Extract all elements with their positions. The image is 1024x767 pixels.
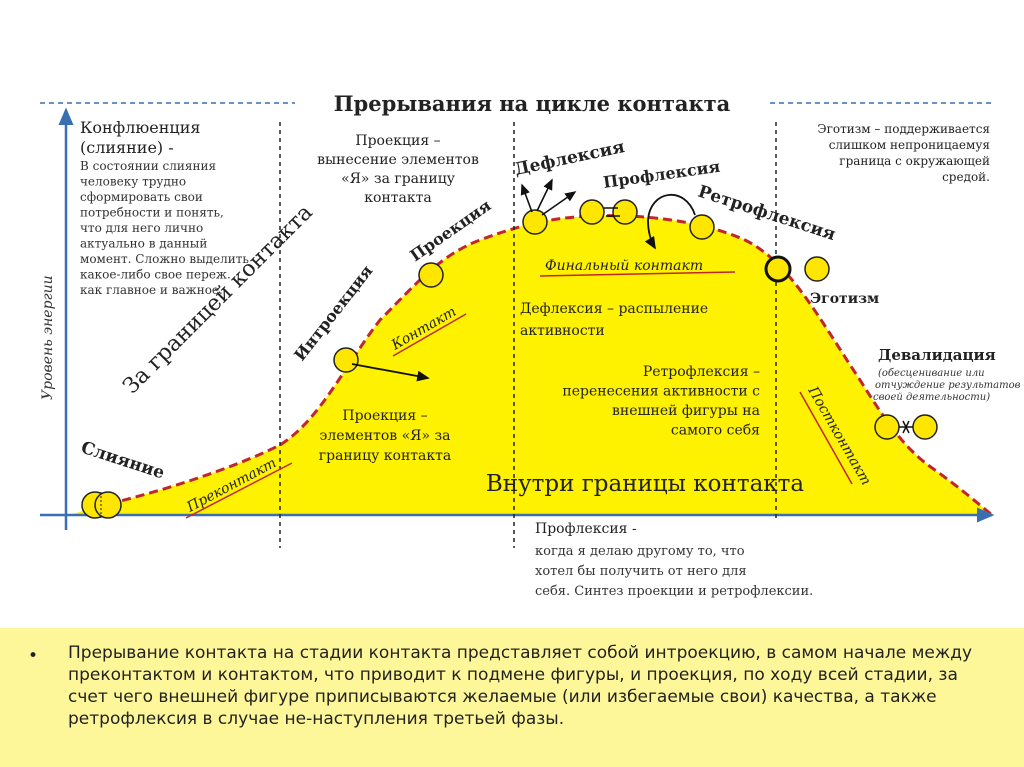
projection-top-line: вынесение элементов: [317, 152, 479, 168]
confluence-line: потребности и понять,: [80, 206, 224, 220]
projection-inside-line: Проекция –: [342, 408, 427, 424]
projection-top-line: контакта: [364, 190, 431, 206]
egotism-note-line: Эготизм – поддерживается: [817, 122, 990, 136]
proflection-note-line: себя. Синтез проекции и ретрофлексии.: [535, 584, 813, 599]
egotism-note-line: слишком непроницаемуя: [829, 138, 990, 152]
retroflection-inside-note: Ретрофлексия – перенесения активности с вн…: [562, 364, 760, 439]
introjection-arrow: [351, 363, 430, 382]
devalidation-circles: [874, 414, 938, 440]
projection-circle: [418, 262, 444, 288]
energy-area: [70, 215, 992, 515]
projection-top-line: «Я» за границу: [341, 171, 456, 187]
confluence-description: В состоянии слияния человеку трудносформи…: [80, 159, 249, 297]
summary-text: Прерывание контакта на стадии контакта п…: [68, 643, 973, 729]
confluence-heading-2: (слияние) -: [80, 138, 174, 157]
confluence-line: какое-либо свое переж.: [80, 268, 231, 282]
retroflection-arrow: [644, 194, 696, 250]
diagram-title: Прерывания на цикле контакта: [334, 91, 731, 116]
egotism-note-line: средой.: [942, 170, 990, 184]
confluence-line: актуально в данный: [80, 237, 207, 251]
devalidation-sub-2: отчуждение результатов: [875, 380, 1021, 391]
confluence-line: момент. Сложно выделить: [80, 252, 249, 266]
confluence-line: что для него лично: [80, 221, 203, 235]
devalidation-sub-3: своей деятельности): [873, 392, 990, 403]
retroflection-inside-line: самого себя: [671, 423, 760, 439]
summary-panel: • Прерывание контакта на стадии контакта…: [0, 628, 1024, 767]
projection-inside-line: границу контакта: [319, 448, 451, 464]
retroflection-circle: [689, 214, 715, 240]
proflection-circles: [579, 199, 638, 225]
deflection-inside-note: Дефлексия – распыление активности: [520, 301, 708, 339]
deflection-circle: [522, 209, 548, 235]
stage-label-devalidation: Девалидация: [878, 346, 996, 364]
confluence-line: сформировать свои: [80, 190, 203, 204]
projection-inside-note: Проекция – элементов «Я» за границу контак…: [319, 408, 451, 464]
stage-label-slijanie: Слияние: [78, 438, 167, 484]
retroflection-inside-line: внешней фигуры на: [612, 403, 760, 419]
retroflection-inside-line: перенесения активности с: [562, 384, 760, 400]
projection-inside-line: элементов «Я» за: [320, 428, 451, 444]
retroflection-inside-line: Ретрофлексия –: [643, 364, 760, 380]
postcontact-underline: [799, 391, 853, 485]
contact-underline: [392, 313, 467, 357]
precontact-underline: [185, 462, 293, 519]
deflection-inside-line: активности: [520, 323, 605, 339]
confluence-line: В состоянии слияния: [80, 159, 216, 173]
confluence-line: человеку трудно: [80, 175, 186, 189]
proflection-note-line: хотел бы получить от него для: [535, 564, 747, 579]
confluence-line: как главное и важное.: [80, 283, 223, 297]
proflection-note-line: когда я делаю другому то, что: [535, 544, 745, 559]
devalidation-sub-1: (обесценивание или: [878, 368, 985, 379]
confluence-heading-1: Конфлюенция: [80, 118, 200, 137]
zone-label-inside: Внутри границы контакта: [486, 471, 804, 497]
deflection-arrows: [520, 178, 577, 216]
slijanie-circles: [81, 491, 122, 519]
proflection-note-lines: когда я делаю другому то, что хотел бы по…: [535, 544, 813, 599]
final-contact-underline: [539, 271, 736, 277]
phase-label-final-contact: Финальный контакт: [545, 258, 703, 274]
deflection-inside-line: Дефлексия – распыление: [520, 301, 708, 317]
stage-label-egotism: Эготизм: [810, 291, 879, 307]
proflection-note-heading: Профлексия -: [535, 521, 637, 537]
summary-bullet: •: [28, 646, 39, 666]
projection-top-note: Проекция – вынесение элементов «Я» за гран…: [317, 133, 479, 206]
egotism-circles: [764, 255, 830, 283]
y-axis-label: Уровень энергии: [40, 275, 56, 400]
projection-top-line: Проекция –: [355, 133, 440, 149]
egotism-note-line: граница с окружающей: [839, 154, 990, 168]
introjection-circle: [333, 347, 359, 373]
egotism-note: Эготизм – поддерживается слишком непрониц…: [817, 122, 990, 184]
